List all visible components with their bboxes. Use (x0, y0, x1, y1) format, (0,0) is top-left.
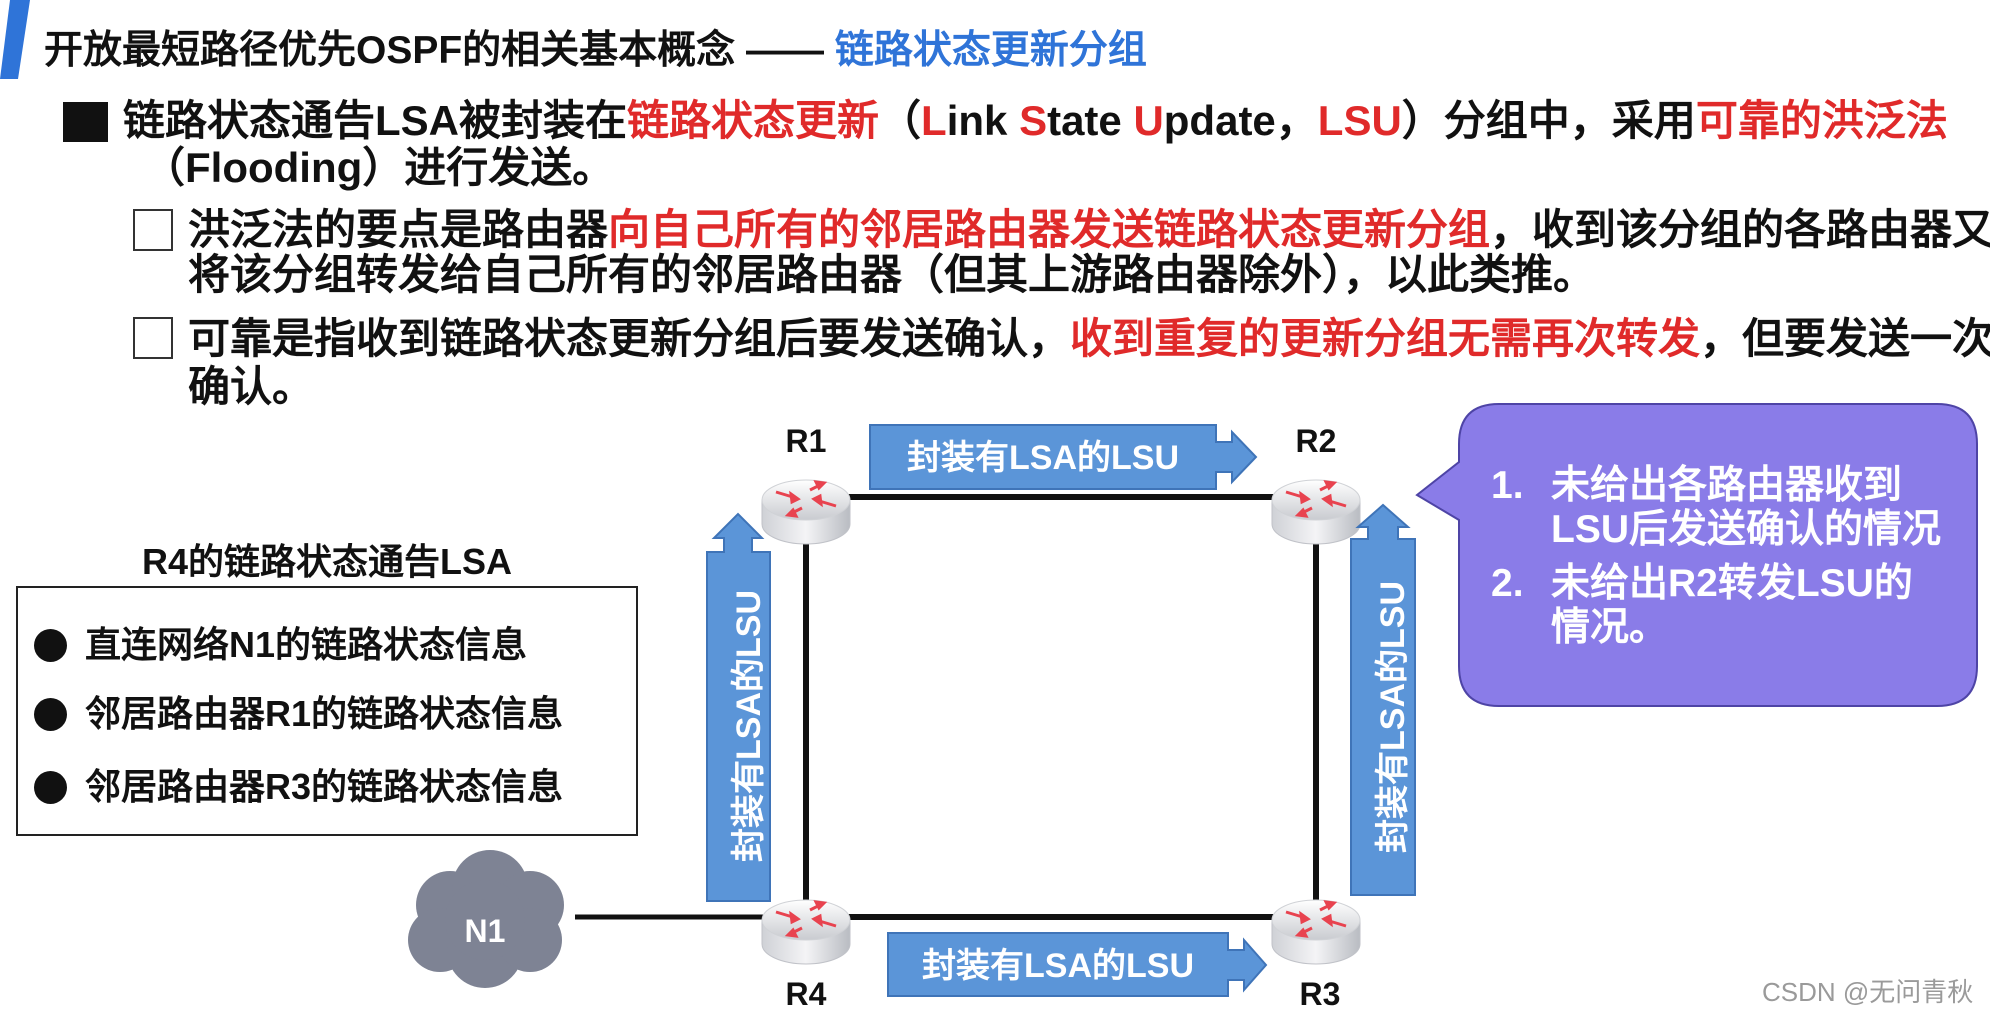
router-icon-r3 (1270, 898, 1362, 966)
text-segment: （ (879, 97, 922, 144)
text-segment: ）分组中，采用 (1401, 97, 1696, 144)
text-segment: 可靠是指收到链路状态更新分组后要发送确认， (188, 315, 1071, 362)
callout-item-text: 未给出R2转发LSU的 (1551, 562, 1913, 605)
highlight-text: U (1133, 97, 1164, 144)
sub-bullet-box-icon (133, 317, 173, 359)
highlight-text: 可靠的洪泛法 (1695, 97, 1948, 144)
lsu-arrow-r4-r1: 封装有LSA的LSU (706, 512, 771, 902)
router-label-r4: R4 (786, 976, 827, 1012)
text-segment: 洪泛法的要点是路由器 (188, 206, 609, 253)
text-segment: ，收到该分组的各路由器又 (1490, 206, 1990, 253)
router-icon-r1 (760, 478, 852, 546)
highlight-text: S (1019, 97, 1048, 144)
router-icon-r2 (1270, 478, 1362, 546)
bullet-square-icon (63, 102, 108, 142)
bullet-1-line-1: 链路状态通告LSA被封装在链路状态更新（Link State Update，LS… (123, 99, 1948, 143)
lsu-arrow-r4-r3: 封装有LSA的LSU (887, 932, 1268, 997)
text-segment: 将该分组转发给自己所有的邻居路由器（但其上游路由器除外），以此类推。 (188, 251, 1596, 298)
lsa-panel-title: R4的链路状态通告LSA (141, 541, 513, 582)
title-accent-bar (0, 0, 30, 79)
highlight-text: LSU (1317, 97, 1402, 144)
lsa-panel (16, 586, 638, 836)
lsu-arrow-label: 封装有LSA的LSU (1374, 581, 1412, 853)
callout-item-number: 2. (1491, 562, 1524, 605)
page-title: 开放最短路径优先OSPF的相关基本概念 —— 链路状态更新分组 (44, 31, 1147, 70)
router-label-r3: R3 (1300, 976, 1341, 1012)
callout-bubble (1415, 403, 1978, 707)
sub-bullet-2-line-1: 可靠是指收到链路状态更新分组后要发送确认，收到重复的更新分组无需再次转发，但要发… (188, 317, 1990, 361)
router-label-r1: R1 (786, 423, 827, 459)
lsu-arrow-label: 封装有LSA的LSU (907, 439, 1179, 477)
callout-item-text: 情况。 (1551, 606, 1669, 649)
text-segment: ，但要发送一次 (1700, 315, 1990, 362)
lsa-item: 邻居路由器R3的链路状态信息 (85, 766, 564, 807)
lsu-arrow-label: 封装有LSA的LSU (922, 947, 1194, 985)
highlight-text: 向自己所有的邻居路由器发送链路状态更新分组 (608, 206, 1491, 253)
bullet-dot-icon (34, 698, 67, 731)
bullet-1-line-2: （Flooding）进行发送。 (143, 146, 614, 190)
sub-bullet-2-line-2: 确认。 (188, 365, 314, 409)
lsa-item: 直连网络N1的链路状态信息 (85, 624, 528, 665)
text-segment: pdate， (1163, 97, 1318, 144)
lsa-item: 邻居路由器R1的链路状态信息 (85, 693, 564, 734)
lsu-arrow-r3-r2: 封装有LSA的LSU (1350, 503, 1416, 896)
highlight-text: 链路状态更新 (627, 97, 880, 144)
router-label-r2: R2 (1296, 423, 1337, 459)
text-segment: ink (946, 97, 1020, 144)
sub-bullet-1-line-2: 将该分组转发给自己所有的邻居路由器（但其上游路由器除外），以此类推。 (188, 253, 1595, 297)
callout-item-text: 未给出各路由器收到 (1551, 464, 1903, 507)
text-segment: tate (1047, 97, 1134, 144)
sub-bullet-1-line-1: 洪泛法的要点是路由器向自己所有的邻居路由器发送链路状态更新分组，收到该分组的各路… (188, 208, 1990, 252)
title-accent: 链路状态更新分组 (834, 29, 1147, 72)
bullet-dot-icon (34, 629, 67, 662)
text-segment: （Flooding）进行发送。 (143, 144, 615, 191)
sub-bullet-box-icon (133, 209, 173, 251)
watermark: CSDN @无问青秋 (1762, 977, 1974, 1007)
cloud-icon (408, 850, 564, 988)
text-segment: 链路状态通告LSA被封装在 (123, 97, 628, 144)
lsu-arrow-r1-r2: 封装有LSA的LSU (869, 424, 1258, 490)
title-main: 开放最短路径优先OSPF的相关基本概念 —— (44, 29, 835, 72)
router-icon-r4 (760, 898, 852, 966)
highlight-text: L (921, 97, 947, 144)
callout-item-number: 1. (1491, 464, 1524, 507)
bullet-dot-icon (34, 771, 67, 804)
text-segment: 确认。 (188, 363, 315, 410)
highlight-text: 收到重复的更新分组无需再次转发 (1070, 315, 1701, 362)
lsu-arrow-label: 封装有LSA的LSU (730, 590, 768, 862)
network-label-n1: N1 (465, 913, 506, 949)
callout-item-text: LSU后发送确认的情况 (1551, 508, 1942, 551)
